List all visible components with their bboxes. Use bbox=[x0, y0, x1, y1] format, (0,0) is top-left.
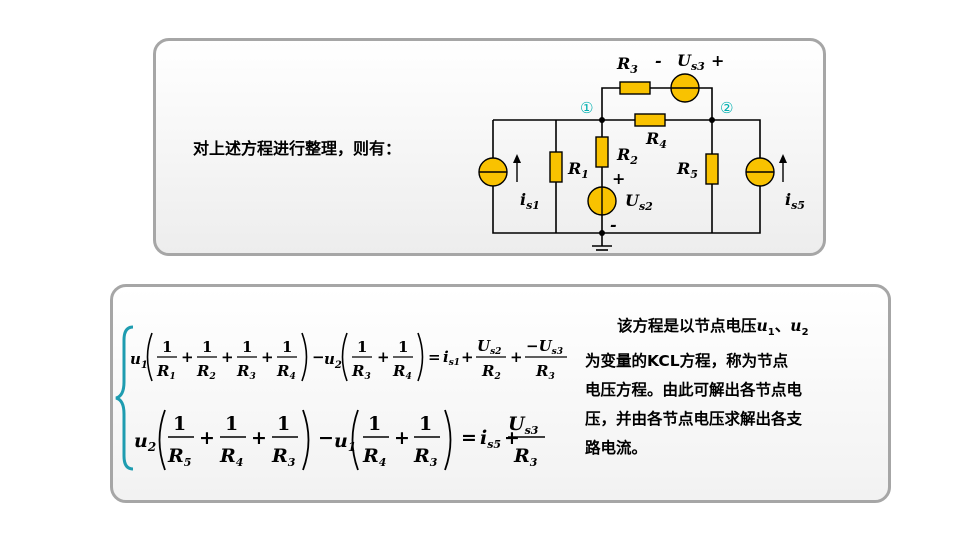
resistor-r2 bbox=[595, 136, 609, 168]
svg-text:−: − bbox=[318, 427, 334, 449]
svg-text:R3: R3 bbox=[271, 445, 296, 469]
svg-text:R3: R3 bbox=[413, 445, 438, 469]
svg-text:u2: u2 bbox=[324, 350, 342, 371]
svg-text:R5: R5 bbox=[167, 445, 191, 469]
label-r2: R2 bbox=[616, 145, 638, 167]
explain-line-1: 该方程是以节点电压u1、u2 bbox=[617, 316, 809, 339]
svg-text:+: + bbox=[181, 348, 194, 366]
ground-node-dot bbox=[599, 230, 605, 236]
arrow-up-icon bbox=[513, 154, 521, 182]
svg-text:+: + bbox=[199, 427, 215, 449]
voltage-source-us2 bbox=[587, 186, 617, 216]
equation-1: u1 1 R1 + 1 R2 + 1 R3 + 1 R4 − u2 1 R3 + bbox=[130, 332, 567, 382]
svg-text:is5: is5 bbox=[480, 427, 501, 451]
svg-text:R2: R2 bbox=[196, 362, 216, 382]
svg-text:1: 1 bbox=[242, 338, 252, 356]
svg-text:Us2: Us2 bbox=[477, 337, 501, 357]
label-is5: is5 bbox=[785, 190, 805, 212]
node-1-dot bbox=[599, 117, 605, 123]
svg-text:R3: R3 bbox=[535, 362, 555, 382]
svg-text:R2: R2 bbox=[481, 362, 501, 382]
equation-brace bbox=[115, 325, 134, 471]
intro-text: 对上述方程进行整理，则有： bbox=[193, 139, 402, 158]
resistor-r3 bbox=[619, 81, 651, 95]
node-1-label: ① bbox=[580, 99, 593, 117]
resistor-r4 bbox=[634, 113, 666, 127]
svg-text:R4: R4 bbox=[362, 445, 386, 469]
svg-text:R3: R3 bbox=[513, 445, 538, 469]
circuit-panel bbox=[153, 38, 826, 256]
svg-text:u2: u2 bbox=[134, 430, 156, 454]
svg-text:1: 1 bbox=[202, 338, 212, 356]
label-r5: R5 bbox=[676, 159, 698, 181]
node-2-dot bbox=[709, 117, 715, 123]
svg-text:−Us3: −Us3 bbox=[526, 337, 563, 357]
svg-text:1: 1 bbox=[419, 413, 432, 435]
svg-text:=: = bbox=[461, 427, 477, 449]
resistor-r1 bbox=[549, 151, 563, 183]
explain-line-5: 路电流。 bbox=[585, 439, 648, 458]
voltage-source-us3 bbox=[670, 73, 700, 103]
svg-text:1: 1 bbox=[398, 338, 408, 356]
svg-text:+: + bbox=[461, 348, 474, 366]
svg-text:Us3: Us3 bbox=[508, 413, 539, 437]
svg-text:+: + bbox=[221, 348, 234, 366]
svg-text:+: + bbox=[251, 427, 267, 449]
svg-text:+: + bbox=[377, 348, 390, 366]
svg-text:+: + bbox=[261, 348, 274, 366]
svg-text:1: 1 bbox=[173, 413, 186, 435]
explain-line-4: 压，并由各节点电压求解出各支 bbox=[585, 410, 803, 429]
svg-text:1: 1 bbox=[357, 338, 367, 356]
svg-text:1: 1 bbox=[277, 413, 290, 435]
svg-text:R3: R3 bbox=[351, 362, 371, 382]
resistor-r5 bbox=[705, 153, 719, 185]
svg-text:R4: R4 bbox=[219, 445, 243, 469]
label-us2: Us2 bbox=[625, 191, 653, 213]
svg-text:1: 1 bbox=[162, 338, 172, 356]
explain-line-2: 为变量的KCL方程，称为节点 bbox=[585, 352, 789, 371]
svg-text:+: + bbox=[394, 427, 410, 449]
label-r4: R4 bbox=[645, 129, 667, 151]
label-us3-plus: + bbox=[711, 51, 724, 70]
svg-text:+: + bbox=[504, 427, 520, 449]
svg-text:=: = bbox=[428, 348, 441, 366]
current-source-is1 bbox=[478, 157, 508, 187]
label-us2-plus: + bbox=[612, 169, 625, 188]
current-source-is5 bbox=[745, 157, 775, 187]
svg-text:1: 1 bbox=[368, 413, 381, 435]
svg-text:R1: R1 bbox=[156, 362, 176, 382]
svg-text:1: 1 bbox=[282, 338, 292, 356]
label-r1: R1 bbox=[567, 159, 589, 181]
svg-text:1: 1 bbox=[225, 413, 238, 435]
equation-2: u2 1 R5 + 1 R4 + 1 R3 − u1 1 R4 + 1 R3 =… bbox=[134, 409, 545, 471]
node-2-label: ② bbox=[720, 99, 733, 117]
svg-text:R4: R4 bbox=[276, 362, 296, 382]
explanation-text: 该方程是以节点电压u1、u2 为变量的KCL方程，称为节点 电压方程。由此可解出… bbox=[585, 311, 880, 463]
equation-panel bbox=[110, 284, 891, 503]
label-r3: R3 bbox=[616, 54, 638, 76]
label-us3-minus: - bbox=[655, 51, 662, 70]
label-us3: Us3 bbox=[677, 51, 705, 73]
svg-text:−: − bbox=[312, 348, 325, 366]
svg-text:R3: R3 bbox=[236, 362, 256, 382]
label-is1: is1 bbox=[520, 190, 540, 212]
arrow-up-icon bbox=[779, 154, 787, 182]
svg-text:u1: u1 bbox=[130, 350, 148, 371]
svg-text:is1: is1 bbox=[443, 348, 460, 368]
label-us2-minus: - bbox=[610, 215, 617, 234]
explain-line-3: 电压方程。由此可解出各节点电 bbox=[585, 381, 803, 400]
svg-text:+: + bbox=[510, 348, 523, 366]
svg-text:R4: R4 bbox=[392, 362, 412, 382]
